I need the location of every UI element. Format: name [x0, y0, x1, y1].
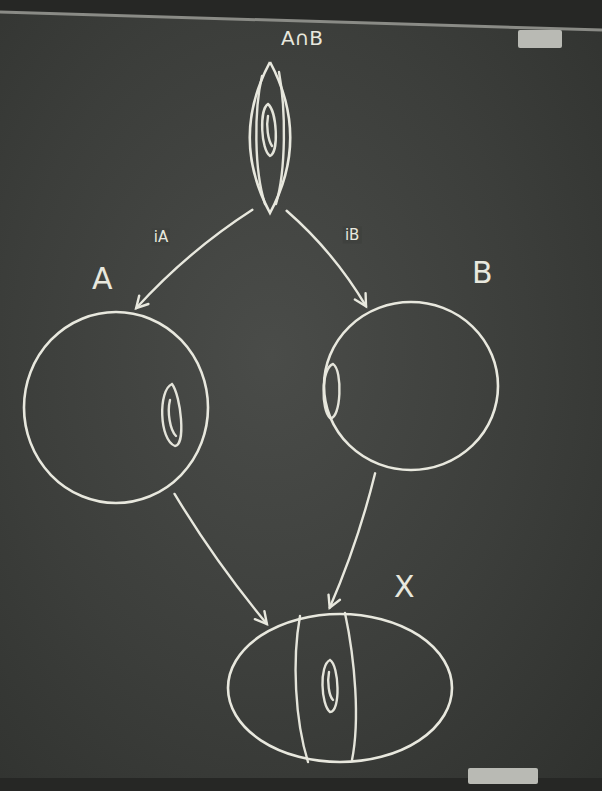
set-label: A∩B [281, 28, 323, 48]
arrow-shaft [287, 211, 366, 306]
band-edge [296, 616, 308, 762]
arrow-head [136, 296, 148, 309]
handle-loop [328, 672, 333, 700]
arrow-head [255, 611, 267, 624]
surface-sketch [162, 72, 356, 762]
inclusion-arrow [287, 211, 366, 306]
ellipse-outline [24, 312, 208, 503]
handle-loop [322, 660, 337, 712]
arrow-head [355, 293, 366, 306]
set-label: B [472, 258, 493, 288]
ellipse-outline [228, 614, 452, 762]
map-name: iA [152, 229, 170, 246]
rail-bracket [518, 30, 562, 48]
handle-loop [162, 384, 181, 446]
lens-outline [250, 62, 290, 213]
region-outline [226, 612, 454, 764]
arrow-shaft [136, 210, 252, 308]
map-name: iB [343, 227, 361, 244]
ellipse-outline [324, 302, 498, 470]
rail-bracket [468, 768, 538, 784]
handle-loop [267, 116, 272, 146]
region-outline [22, 310, 210, 505]
set-label: X [394, 572, 415, 602]
inclusion-arrow [329, 473, 376, 607]
handle-loop [169, 400, 176, 436]
space-region: A [22, 310, 210, 505]
board-frame [0, 0, 602, 30]
arrow-head [329, 595, 340, 608]
region-outline [247, 60, 293, 215]
space-region: B [322, 300, 500, 472]
inclusion-arrow [175, 494, 267, 624]
set-label: A [92, 264, 113, 294]
arrow-shaft [330, 473, 375, 607]
space-region: X [226, 612, 454, 764]
inclusion-arrow [136, 210, 252, 308]
arrow-shaft [175, 494, 267, 624]
region-outline [322, 300, 500, 472]
band-edge [345, 613, 356, 760]
lens-region: A∩B [247, 60, 293, 215]
handle-loop [262, 104, 276, 156]
